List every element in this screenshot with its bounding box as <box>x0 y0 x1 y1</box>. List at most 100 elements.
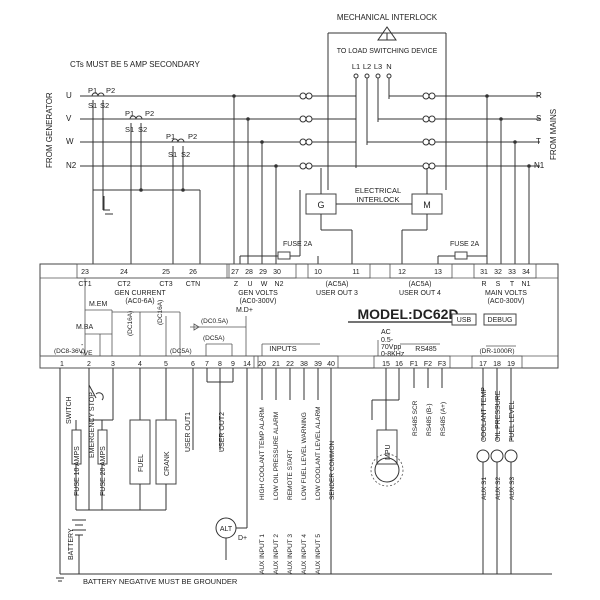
mains-line-t: T <box>536 137 541 146</box>
term-24: 24 <box>120 269 128 276</box>
gen-current-label: GEN CURRENT <box>114 290 166 297</box>
switch-label: SWITCH <box>66 396 73 424</box>
label-w: W <box>261 281 268 288</box>
ct-note: CTs MUST BE 5 AMP SECONDARY <box>70 60 200 69</box>
dc5a-label-1: (DC5A) <box>203 335 225 342</box>
electrical-label: ELECTRICAL <box>355 186 401 195</box>
debug-port[interactable] <box>483 313 517 326</box>
aux-input-5: AUX INPUT 5 <box>315 534 322 574</box>
minus-label: - <box>81 342 84 349</box>
gen-volts-taps <box>232 94 301 264</box>
load-l2: L2 <box>363 62 371 71</box>
from-generator-label: FROM GENERATOR <box>45 92 54 168</box>
term-10: 10 <box>314 269 322 276</box>
label-t: T <box>510 281 515 288</box>
from-mains-label: FROM MAINS <box>549 109 558 160</box>
bterm-19: 19 <box>507 361 515 368</box>
gen-current-range: (AC0-6A) <box>125 298 154 305</box>
bterm-5: 5 <box>164 361 168 368</box>
term-29: 29 <box>259 269 267 276</box>
ct2-s2: S2 <box>138 125 147 134</box>
interlock-m: M <box>423 200 431 210</box>
term-28: 28 <box>245 269 253 276</box>
mains-volts-taps <box>438 94 531 264</box>
bterm-f3: F3 <box>438 361 446 368</box>
fuel-level-label: FUEL LEVEL <box>509 401 516 442</box>
ct2-p2: P2 <box>145 109 154 118</box>
bterm-1: 1 <box>60 361 64 368</box>
ct1-p1: P1 <box>88 86 97 95</box>
bottom-wiring <box>56 368 552 582</box>
gen-line-v: V <box>66 114 72 123</box>
aux-input-2: AUX INPUT 2 <box>273 534 280 574</box>
plus-label: +VE <box>80 350 93 357</box>
ct2-s1: S1 <box>125 125 134 134</box>
coolant-temp-label: COOLANT TEMP <box>481 387 488 442</box>
internal-relays <box>84 278 516 356</box>
debug-label: DEBUG <box>488 317 513 324</box>
term-11: 11 <box>352 269 359 276</box>
ct1-s1: S1 <box>88 101 97 110</box>
mechanical-interlock-symbol <box>327 26 447 190</box>
estop-label: EMERGENCY STOP <box>89 392 96 458</box>
label-ct3: CT3 <box>159 281 172 288</box>
mechanical-interlock-label: MECHANICAL INTERLOCK <box>337 13 438 22</box>
usb-port[interactable] <box>451 313 477 326</box>
aux-input-3: AUX INPUT 3 <box>287 534 294 574</box>
bterm-40: 40 <box>327 361 335 368</box>
mpu-label: MPU <box>385 444 392 460</box>
ct1-p2: P2 <box>106 86 115 95</box>
load-l3: L3 <box>374 62 382 71</box>
term-27: 27 <box>231 269 239 276</box>
m-em-label: M.EM <box>89 301 107 308</box>
interlock-g: G <box>317 200 324 210</box>
ac-vpp-label: 70Vpp <box>381 344 401 351</box>
gen-volts-range: (AC0-300V) <box>240 298 277 305</box>
alt-label: ALT <box>220 526 233 533</box>
load-terminals <box>353 73 392 168</box>
bterm-6: 6 <box>191 361 195 368</box>
model-label: MODEL:DC62D <box>357 306 458 322</box>
top-terminal-strip <box>76 263 537 279</box>
aux-s3-label: AUX S3 <box>509 476 516 500</box>
bterm-15: 15 <box>382 361 390 368</box>
aux-s2-label: AUX S2 <box>495 476 502 500</box>
bterm-4: 4 <box>138 361 142 368</box>
bterm-8: 8 <box>218 361 222 368</box>
ct1-s2: S2 <box>100 101 109 110</box>
ct3-p2: P2 <box>188 132 197 141</box>
gen-line-u: U <box>66 91 72 100</box>
term-34: 34 <box>522 269 530 276</box>
user-out4-label: USER OUT 4 <box>399 290 441 297</box>
ac-voltage-label: 0.5- <box>381 337 394 344</box>
user-out3-label: USER OUT 3 <box>316 290 358 297</box>
alarm-low-oil: LOW OIL PRESSURE ALARM <box>273 412 280 500</box>
fuse-2a-right <box>454 251 468 260</box>
fuse-2a-left-label: FUSE 2A <box>283 241 313 248</box>
ct2-p1: P1 <box>125 109 134 118</box>
bterm-22: 22 <box>286 361 294 368</box>
to-load-label: TO LOAD SWITCHING DEVICE <box>337 48 438 55</box>
bterm-16: 16 <box>395 361 403 368</box>
label-r: R <box>481 281 486 288</box>
inputs-label: INPUTS <box>269 344 297 353</box>
fuse-2a-right-label: FUSE 2A <box>450 241 480 248</box>
bterm-14: 14 <box>243 361 251 368</box>
fuse20-label: FUSE 20 AMPS <box>100 446 107 496</box>
alarm-remote-start: REMOTE START <box>287 450 294 500</box>
term-25: 25 <box>162 269 170 276</box>
out4-rating: (AC5A) <box>409 281 432 288</box>
term-13: 13 <box>434 269 442 276</box>
bterm-17: 17 <box>479 361 487 368</box>
bterm-18: 18 <box>493 361 501 368</box>
bterm-3: 3 <box>111 361 115 368</box>
sender-common: SENDER COMMON <box>329 440 336 500</box>
gen-volts-label: GEN VOLTS <box>238 290 278 297</box>
term-31: 31 <box>480 269 488 276</box>
main-volts-range: (AC0-300V) <box>488 298 525 305</box>
mains-line-r: R <box>536 91 542 100</box>
out3-rating: (AC5A) <box>326 281 349 288</box>
load-n: N <box>386 62 391 71</box>
dc05a-label: (DC0.5A) <box>201 318 228 325</box>
